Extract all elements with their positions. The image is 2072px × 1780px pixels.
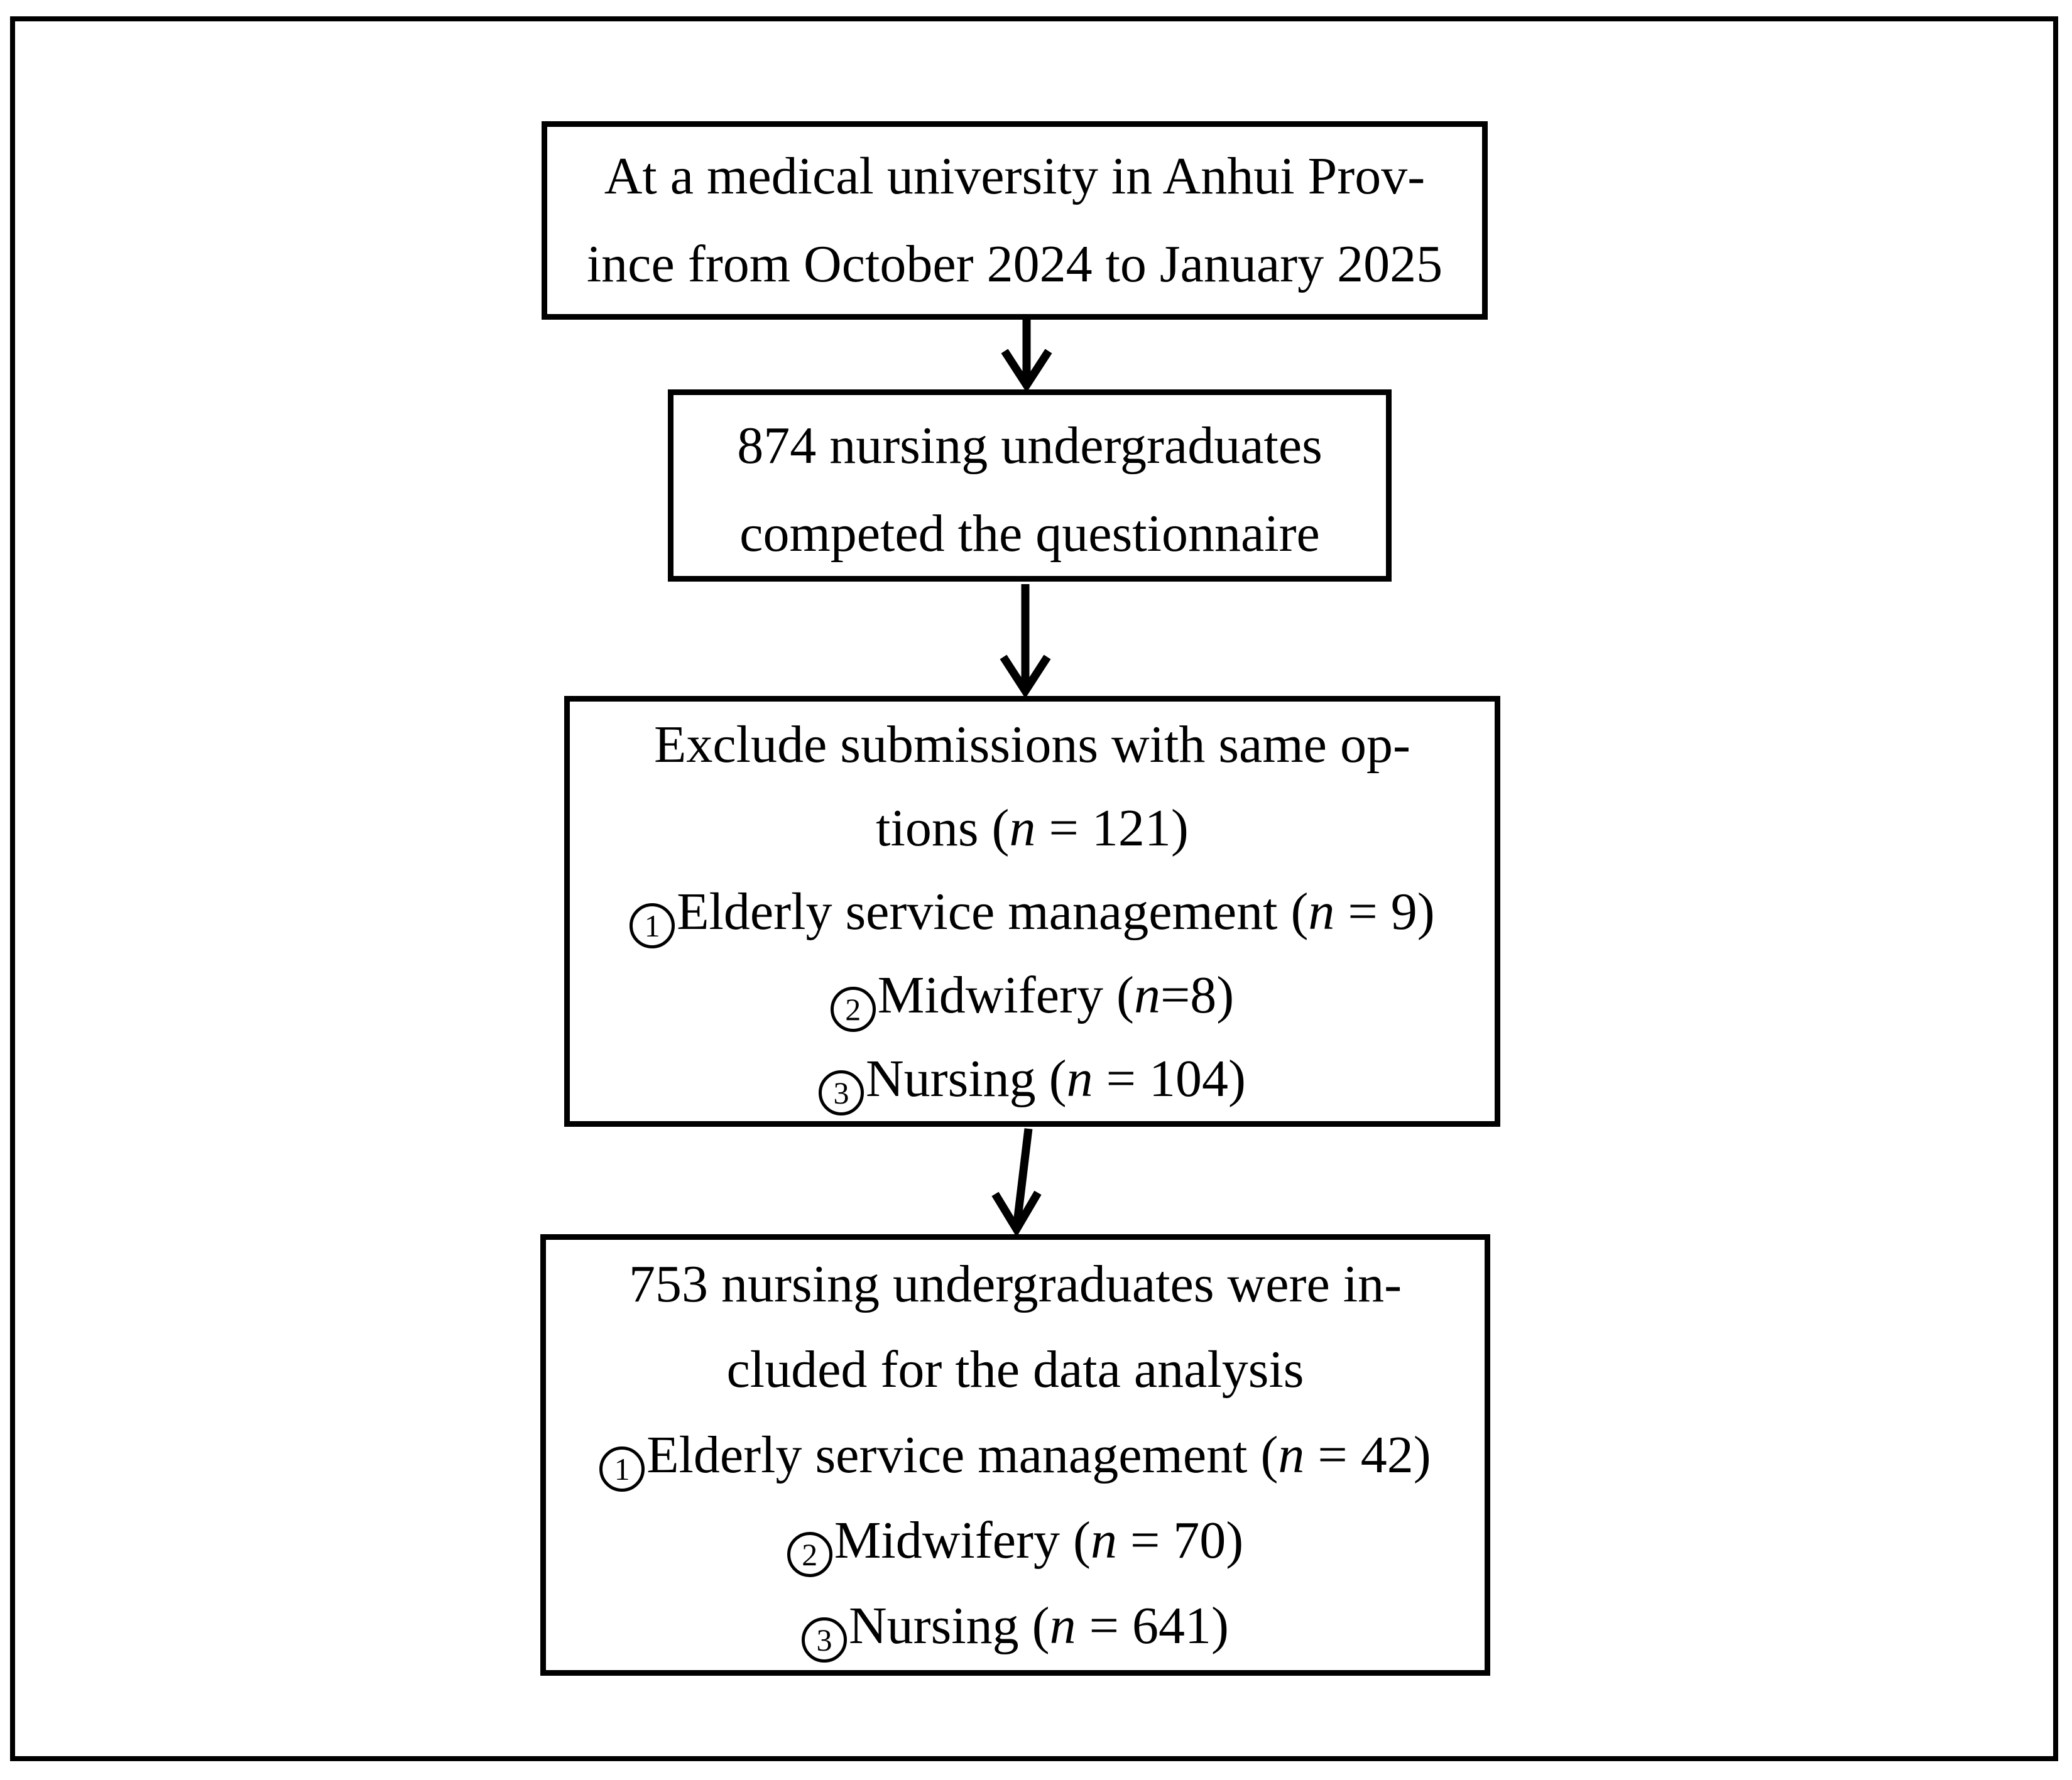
line-text: Nursing ( [866,1049,1067,1108]
circled-number: 2 [787,1531,832,1577]
box-line: Exclude submissions with same op- [570,703,1495,786]
flow-box-setting: At a medical university in Anhui Prov- i… [542,121,1488,320]
flow-box-included: 753 nursing undergraduates were in- clud… [540,1234,1490,1676]
line-text: Midwifery ( [877,965,1134,1024]
line-text: ince from October 2024 to January 2025 [586,235,1443,293]
down-arrow-icon [1000,584,1051,698]
line-text: cluded for the data analysis [726,1340,1304,1399]
italic-n-variable: n [1133,965,1160,1024]
line-text: = 104) [1093,1049,1246,1108]
box-line: competed the questionnaire [673,490,1386,578]
line-text: Elderly service management ( [677,882,1309,941]
line-text: = 641) [1076,1596,1229,1655]
circled-number: 3 [819,1070,864,1115]
line-text: Elderly service management ( [646,1425,1279,1484]
box-line: tions (n = 121) [570,786,1495,870]
circled-number: 2 [830,986,876,1032]
line-text: Exclude submissions with same op- [654,715,1410,774]
line-text: 753 nursing undergraduates were in- [628,1254,1402,1313]
line-text: =8) [1160,965,1235,1024]
circled-number: 1 [599,1446,645,1492]
flow-box-excluded: Exclude submissions with same op- tions … [564,696,1500,1127]
line-text: = 42) [1304,1425,1431,1484]
circled-number: 3 [802,1617,847,1663]
italic-n-variable: n [1278,1425,1305,1484]
circled-number: 1 [630,903,675,948]
box-line: cluded for the data analysis [546,1327,1485,1413]
down-arrow-icon [1001,320,1052,393]
line-text: Midwifery ( [834,1511,1091,1570]
line-text: 874 nursing undergraduates [737,416,1322,475]
italic-n-variable: n [1090,1511,1117,1570]
box-line: 874 nursing undergraduates [673,402,1386,490]
box-line: ince from October 2024 to January 2025 [547,220,1482,308]
italic-n-variable: n [1009,798,1036,857]
italic-n-variable: n [1066,1049,1093,1108]
line-text: At a medical university in Anhui Prov- [604,147,1426,205]
flow-box-completed: 874 nursing undergraduates competed the … [668,389,1392,582]
box-line: At a medical university in Anhui Prov- [547,133,1482,220]
box-line: 753 nursing undergraduates were in- [546,1242,1485,1327]
line-text: tions ( [876,798,1010,857]
down-arrow-icon [991,1128,1042,1237]
line-text: = 9) [1334,882,1435,941]
line-text: Nursing ( [849,1596,1050,1655]
line-text: competed the questionnaire [739,504,1320,563]
italic-n-variable: n [1308,882,1335,941]
line-text: = 70) [1116,1511,1244,1570]
line-text: = 121) [1035,798,1189,857]
italic-n-variable: n [1049,1596,1076,1655]
